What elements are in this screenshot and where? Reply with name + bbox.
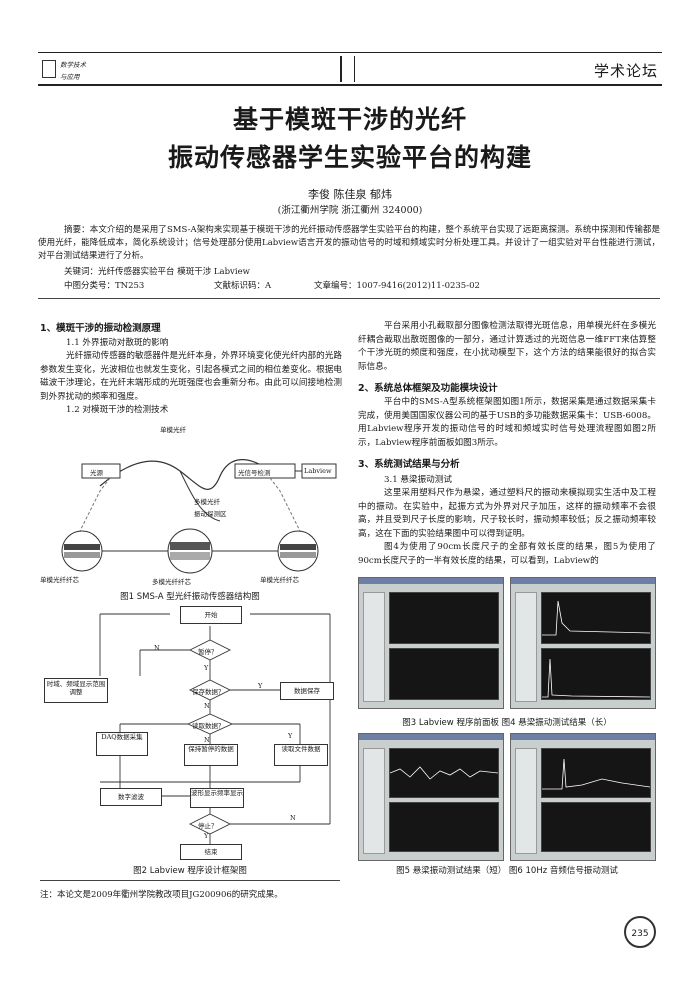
label-vibration-zone: 振动探测区: [194, 510, 227, 518]
header-divider: [340, 56, 342, 82]
keywords: 关键词：光纤传感器实验平台 模斑干涉 Labview: [64, 267, 250, 277]
section-3-1-heading: 3.1 悬梁振动测试: [384, 475, 452, 485]
flow-stop-q: 停止？: [198, 822, 218, 830]
intro-paragraph: 平台采用小孔截取部分图像检测法取得光斑信息，用单模光纤在多模光纤耦合截取出散斑图…: [358, 321, 656, 372]
figure-2: 开始 暂停？ N Y 时域、频域显示范围调整 保存数据？ Y 数据保存 N 读取…: [40, 604, 340, 862]
figure-1-diagram: [61, 459, 337, 574]
title-line-1: 基于模斑干涉的光纤: [232, 105, 467, 134]
figure-6-controls: [515, 748, 537, 854]
figure-5-screenshot: [358, 733, 504, 861]
document-code: 文献标识码：A: [214, 281, 272, 291]
figure-4-controls: [515, 592, 537, 702]
title-line-2: 振动传感器学生实验平台的构建: [167, 143, 532, 172]
label-signal-processing: 光信号检测: [238, 469, 271, 477]
flow-pause-y: Y: [204, 664, 209, 672]
figure-1-caption: 图1 SMS-A 型光纤振动传感器结构图: [120, 592, 260, 602]
flow-pause-q: 暂停？: [198, 648, 218, 656]
authors: 李俊 陈佳泉 郁炜: [308, 188, 392, 201]
label-single-mode-fiber: 单模光纤: [160, 426, 186, 434]
label-labview: Labview: [304, 467, 332, 475]
header-rule-top: [38, 52, 662, 53]
flow-read-q: 读取数据？: [192, 722, 225, 730]
header-rule-bottom: [38, 84, 662, 86]
footnote: 注：本论文是2009年衢州学院教改项目JG200906的研究成果。: [40, 890, 283, 900]
section-3-1-text-2: 图4为使用了90cm长度尺子的全部有效长度的结果，图5为使用了90cm长度尺子的…: [358, 542, 656, 566]
article-number: 文章编号：1007-9416(2012)11-0235-02: [314, 281, 480, 291]
figure-2-connectors: [99, 613, 331, 844]
label-sm-core-left: 单模光纤纤芯: [40, 576, 79, 584]
section-1-1-heading: 1.1 外界振动对散斑的影响: [66, 338, 169, 348]
figure-6-freq-plot: [541, 802, 651, 852]
figure-6-titlebar: [511, 734, 655, 740]
figure-3-titlebar: [359, 578, 503, 584]
journal-logo: 数学技术 与应用: [38, 56, 98, 82]
flow-read-file: 读取文件数据: [274, 744, 328, 766]
page-number: 235: [624, 916, 656, 948]
figure-3-freq-plot: [389, 648, 499, 700]
flow-domain-adjust: 时域、频域显示范围调整: [44, 678, 108, 703]
flow-save-y: Y: [258, 682, 263, 690]
flow-save-q: 保存数据？: [192, 688, 225, 696]
journal-name-line2: 与应用: [60, 73, 80, 81]
figure-5-6-caption: 图5 悬梁振动测试结果（短） 图6 10Hz 音频信号振动测试: [396, 866, 618, 876]
label-mm-core: 多模光纤纤芯: [152, 578, 191, 586]
figure-5-time-trace: [389, 766, 499, 780]
flow-read-n: N: [204, 736, 210, 744]
section-3-heading: 3、系统测试结果与分析: [358, 459, 460, 470]
figure-6-screenshot: [510, 733, 656, 861]
journal-logo-mark: [42, 60, 56, 78]
figure-5-controls: [363, 748, 385, 854]
section-2-text: 平台中的SMS-A型系统框架图如图1所示，数据采集是通过数据采集卡完成，使用美国…: [358, 397, 656, 448]
section-1-2-heading: 1.2 对模斑干涉的检测技术: [66, 405, 169, 415]
flow-daq: DAQ数据采集: [96, 732, 148, 756]
figure-2-caption: 图2 Labview 程序设计框架图: [133, 866, 247, 876]
section-1-heading: 1、模斑干涉的振动检测原理: [40, 323, 161, 334]
figure-4-freq-trace: [542, 658, 651, 698]
label-sm-core-right: 单模光纤纤芯: [260, 576, 299, 584]
abstract-rule: [38, 298, 660, 299]
section-3-1-text: 这里采用塑料尺作为悬梁，通过塑料尺的振动来模拟现实生活中及工程中的振动。在实验中…: [358, 488, 656, 539]
flow-stop-y: Y: [204, 832, 209, 840]
figure-4-time-trace: [542, 600, 651, 636]
figure-3-controls: [363, 592, 385, 702]
figure-6-time-plot: [541, 748, 651, 798]
figure-1: 单模光纤 光源 光信号检测 Labview 多模光纤 振动探测区 单模光纤纤芯 …: [40, 416, 340, 586]
figure-3-time-plot: [389, 592, 499, 644]
flow-read-y: Y: [288, 732, 293, 740]
figure-4-freq-plot: [541, 648, 651, 700]
figure-5-titlebar: [359, 734, 503, 740]
footnote-rule: [40, 880, 340, 881]
flow-save-data: 数据保存: [280, 682, 334, 700]
header-divider-2: [354, 56, 355, 82]
label-multimode-fiber: 多模光纤: [194, 498, 220, 506]
figure-5-freq-plot: [389, 802, 499, 852]
clc-number: 中图分类号：TN253: [64, 281, 145, 291]
flow-stop-n: N: [290, 814, 296, 822]
flow-start: 开始: [180, 606, 242, 624]
figure-3-screenshot: [358, 577, 504, 709]
flow-digital-filter: 数字滤波: [100, 788, 162, 806]
flow-hold-data: 保持暂停的数据: [184, 744, 238, 766]
figure-6-time-trace: [542, 758, 651, 790]
flow-end: 结束: [180, 844, 242, 860]
abstract: 摘要：本文介绍的是采用了SMS-A架构来实现基于模斑干涉的光纤振动传感器学生实验…: [38, 225, 660, 261]
figure-4-screenshot: [510, 577, 656, 709]
journal-name-line1: 数学技术: [60, 61, 86, 69]
figure-4-titlebar: [511, 578, 655, 584]
flow-display: 波形显示频率显示: [190, 788, 244, 808]
figure-5-time-plot: [389, 748, 499, 798]
section-2-heading: 2、系统总体框架及功能模块设计: [358, 383, 498, 394]
figure-4-time-plot: [541, 592, 651, 644]
label-light-source: 光源: [90, 469, 103, 477]
flow-save-n: N: [204, 702, 210, 710]
section-1-1-text: 光纤振动传感器的敏感器件是光纤本身，外界环境变化使光纤内部的光路参数发生变化，光…: [40, 351, 342, 402]
flow-pause-n: N: [154, 644, 160, 652]
figure-3-4-caption: 图3 Labview 程序前面板 图4 悬梁振动测试结果（长）: [402, 718, 612, 728]
section-label: 学术论坛: [593, 62, 658, 80]
affiliation: (浙江衢州学院 浙江衢州 324000): [277, 205, 423, 216]
